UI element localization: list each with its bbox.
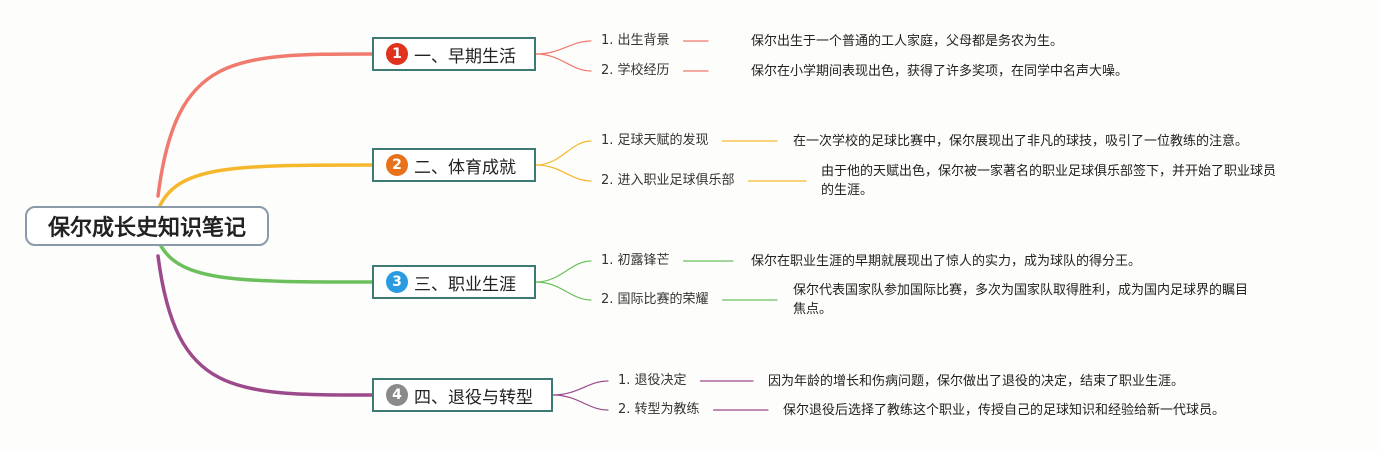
subtopic-description: 保尔代表国家队参加国际比赛，多次为国家队取得胜利，成为国内足球界的瞩目焦点。: [793, 281, 1248, 319]
number-badge: 4: [386, 384, 408, 406]
description-line: 保尔在小学期间表现出色，获得了许多奖项，在同学中名声大噪。: [751, 64, 1129, 79]
sub-connector: [535, 140, 592, 166]
subtopic-label[interactable]: 1. 退役决定: [618, 373, 687, 388]
description-line: 的生涯。: [821, 183, 874, 198]
branch-topic-1[interactable]: 1 一、早期生活: [372, 37, 536, 71]
subtopic-label[interactable]: 2. 学校经历: [601, 63, 670, 78]
subtopic-description: 保尔在小学期间表现出色，获得了许多奖项，在同学中名声大噪。: [751, 62, 1128, 81]
branch-topic-2[interactable]: 2 二、体育成就: [372, 148, 536, 182]
number-badge: 1: [386, 43, 408, 65]
description-line: 由于他的天赋出色，保尔被一家著名的职业足球俱乐部签下，并开始了职业球员: [821, 164, 1277, 179]
sub-connector: [535, 260, 592, 283]
branch-connector: [156, 238, 374, 284]
sub-connector: [535, 40, 592, 55]
root-title: 保尔成长史知识笔记: [47, 216, 246, 241]
subtopic-description: 保尔在职业生涯的早期就展现出了惊人的实力，成为球队的得分王。: [751, 252, 1141, 271]
branch-label: 四、退役与转型: [414, 387, 533, 408]
description-line: 保尔在职业生涯的早期就展现出了惊人的实力，成为球队的得分王。: [751, 254, 1142, 269]
number-badge: 2: [386, 154, 408, 176]
sub-connector: [552, 380, 609, 396]
subtopic-description: 保尔出生于一个普通的工人家庭，父母都是务农为生。: [751, 32, 1063, 51]
subtopic-description: 因为年龄的增长和伤病问题，保尔做出了退役的决定，结束了职业生涯。: [768, 372, 1184, 391]
branch-connector: [156, 52, 374, 198]
root-topic[interactable]: 保尔成长史知识笔记: [25, 206, 269, 246]
description-line: 保尔退役后选择了教练这个职业，传授自己的足球知识和经验给新一代球员。: [783, 403, 1226, 418]
subtopic-description: 保尔退役后选择了教练这个职业，传授自己的足球知识和经验给新一代球员。: [783, 401, 1225, 420]
branch-connector: [156, 254, 374, 397]
description-line: 保尔出生于一个普通的工人家庭，父母都是务农为生。: [751, 34, 1064, 49]
description-line: 因为年龄的增长和伤病问题，保尔做出了退役的决定，结束了职业生涯。: [768, 374, 1185, 389]
description-line: 保尔代表国家队参加国际比赛，多次为国家队取得胜利，成为国内足球界的瞩目: [793, 283, 1249, 298]
branch-label: 一、早期生活: [414, 46, 516, 67]
subtopic-label[interactable]: 2. 国际比赛的荣耀: [601, 292, 709, 307]
subtopic-label[interactable]: 1. 初露锋芒: [601, 253, 670, 268]
subtopic-label[interactable]: 2. 进入职业足球俱乐部: [601, 173, 735, 188]
subtopic-label[interactable]: 1. 足球天赋的发现: [601, 133, 709, 148]
number-badge: 3: [386, 271, 408, 293]
branch-label: 三、职业生涯: [414, 274, 516, 295]
subtopic-description: 在一次学校的足球比赛中，保尔展现出了非凡的球技，吸引了一位教练的注意。: [793, 132, 1248, 151]
sub-connector: [535, 281, 592, 301]
subtopic-label[interactable]: 1. 出生背景: [601, 33, 670, 48]
description-line: 焦点。: [793, 302, 833, 317]
sub-connector: [535, 53, 592, 72]
branch-topic-4[interactable]: 4 四、退役与转型: [372, 378, 553, 412]
branch-topic-3[interactable]: 3 三、职业生涯: [372, 265, 536, 299]
branch-connector: [156, 163, 374, 212]
sub-connector: [552, 394, 609, 411]
description-line: 在一次学校的足球比赛中，保尔展现出了非凡的球技，吸引了一位教练的注意。: [793, 134, 1249, 149]
subtopic-label[interactable]: 2. 转型为教练: [618, 402, 700, 417]
branch-label: 二、体育成就: [414, 157, 516, 178]
sub-connector: [535, 164, 592, 182]
subtopic-description: 由于他的天赋出色，保尔被一家著名的职业足球俱乐部签下，并开始了职业球员的生涯。: [821, 162, 1276, 200]
